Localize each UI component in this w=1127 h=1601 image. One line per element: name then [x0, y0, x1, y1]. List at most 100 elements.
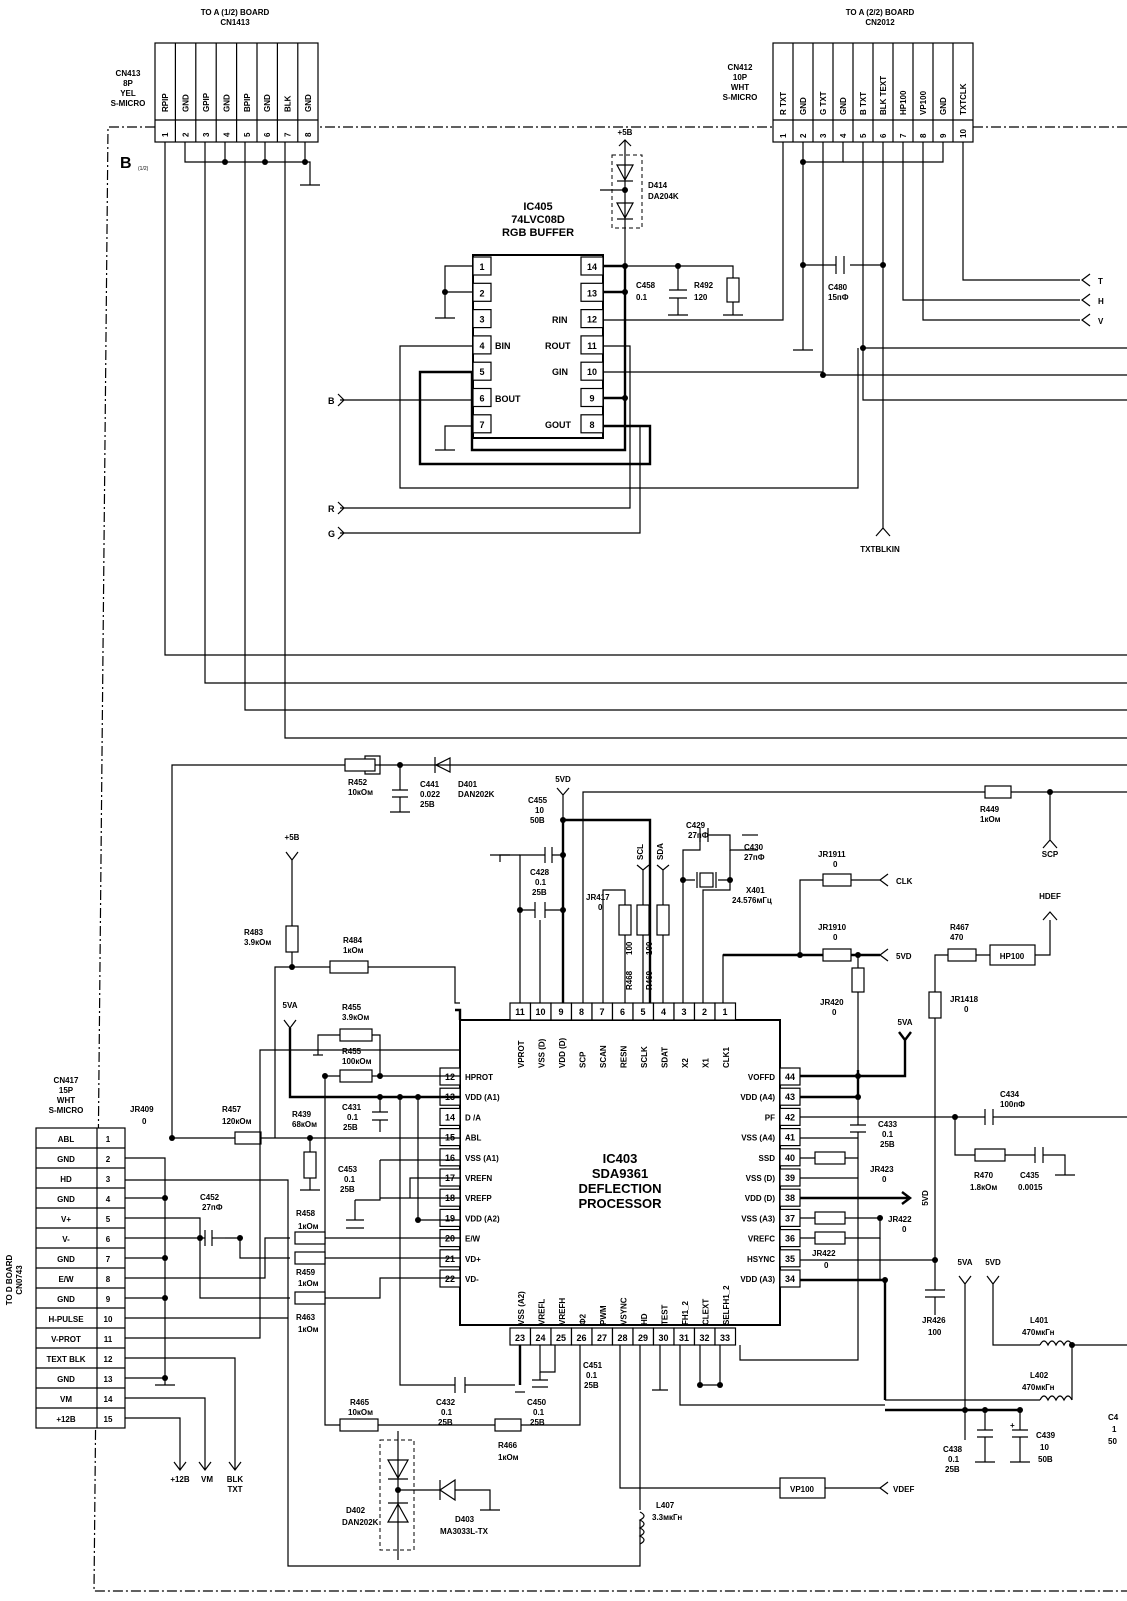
ic403-pin-name: VDD (D) — [745, 1194, 776, 1203]
d401-part: DAN202K — [458, 790, 495, 799]
ic403-desc2: PROCESSOR — [578, 1196, 662, 1211]
ic403-pin-number: 9 — [558, 1007, 563, 1017]
jr426-value: 100 — [928, 1328, 942, 1337]
p5vd-top: 5VD — [555, 775, 571, 784]
cn417-signal: V+ — [61, 1215, 71, 1224]
d403-ref: D403 — [455, 1515, 475, 1524]
ic403-pin-number: 41 — [785, 1133, 795, 1143]
jr420-value: 0 — [832, 1008, 837, 1017]
d401-ref: D401 — [458, 780, 478, 789]
ic403-pin-number: 24 — [535, 1333, 545, 1343]
cn413-color: YEL — [120, 89, 136, 98]
p5vd-jr1910: 5VD — [896, 952, 912, 961]
d402-ref: D402 — [346, 1506, 366, 1515]
ic403-pin-number: 23 — [515, 1333, 525, 1343]
cn412-signal: R TXT — [779, 92, 788, 115]
c435-value: 0.0015 — [1018, 1183, 1043, 1192]
ic403-pin-number: 40 — [785, 1153, 795, 1163]
ic405-wiring — [340, 139, 859, 534]
r459-ref: R459 — [296, 1268, 316, 1277]
ic403-right-wiring — [800, 1031, 1127, 1400]
cn413-pin-number: 6 — [263, 132, 272, 137]
c439-volt: 50B — [1038, 1455, 1053, 1464]
cn417-signal: GND — [57, 1155, 75, 1164]
ic403-pin-name: HD — [640, 1313, 649, 1325]
cn417-pin-number: 13 — [104, 1375, 113, 1384]
cn412-signal: HP100 — [899, 90, 908, 115]
c431-value: 0.1 — [347, 1113, 359, 1122]
c434-ref: C434 — [1000, 1090, 1020, 1099]
cn412-pin-number: 9 — [939, 133, 948, 138]
c450-value: 0.1 — [533, 1408, 545, 1417]
c441-value: 0.022 — [420, 790, 441, 799]
ic405-pin-number: 1 — [479, 262, 484, 272]
hp100-box-label: HP100 — [1000, 952, 1025, 961]
r463-ref: R463 — [296, 1313, 316, 1322]
scp-label: SCP — [1042, 850, 1059, 859]
r439-value: 68кОм — [292, 1120, 317, 1129]
cn412-pin-number: 3 — [819, 133, 828, 138]
p5vd-right: 5VD — [921, 1190, 930, 1206]
ic405-pin-number: 8 — [589, 420, 594, 430]
ic403-pin-number: 30 — [658, 1333, 668, 1343]
cn417-board: TO D BOARD — [5, 1255, 14, 1306]
jr417-ref: JR417 — [586, 893, 610, 902]
input-g: G — [328, 529, 335, 539]
jr409-ref: JR409 — [130, 1105, 154, 1114]
cn412-pin-number: 8 — [919, 133, 928, 138]
edge-label-h: H — [1098, 297, 1104, 306]
r455b-value: 100кОм — [342, 1057, 372, 1066]
ic403-pin-name: VSS (D) — [538, 1038, 547, 1068]
edge-c4-3: 50 — [1108, 1437, 1117, 1446]
jr1910-ref: JR1910 — [818, 923, 847, 932]
cn412-signal: VP100 — [919, 90, 928, 115]
ic403-pin-name: VDD (D) — [558, 1037, 567, 1068]
r469-value: 100 — [645, 941, 654, 955]
c451-ref: C451 — [583, 1361, 603, 1370]
ic403-pin-number: 27 — [597, 1333, 607, 1343]
c439-ref: C439 — [1036, 1431, 1056, 1440]
cn413-signal: RPIP — [161, 93, 170, 112]
r468-value: 100 — [625, 941, 634, 955]
edge-c4: C4 — [1108, 1413, 1119, 1422]
hdef-wiring: HP100 — [928, 911, 1058, 1260]
ic403-left-wiring — [169, 851, 535, 1432]
cn413-pin-number: 5 — [243, 132, 252, 137]
protection-diodes — [379, 1431, 500, 1560]
ic403-pin-name: X2 — [681, 1058, 690, 1068]
ic403-pin-number: 28 — [617, 1333, 627, 1343]
ic405-pin-number: 14 — [587, 262, 597, 272]
l407-ref: L407 — [656, 1501, 675, 1510]
ic403-pin-name: VREFL — [538, 1299, 547, 1325]
ic403-pin-name: VDD (A3) — [740, 1275, 775, 1284]
cn417-type: S-MICRO — [49, 1106, 84, 1115]
cn417-signal: H-PULSE — [48, 1315, 84, 1324]
ic403-pin-name: VSS (A4) — [741, 1134, 775, 1143]
ic403-pin-number: 10 — [535, 1007, 545, 1017]
cn417-pin-number: 8 — [106, 1275, 111, 1284]
c453-ref: C453 — [338, 1165, 358, 1174]
cn417-signal: +12B — [56, 1415, 76, 1424]
cn412-pin-number: 10 — [959, 129, 968, 138]
ic403-pin-name: Φ2 — [579, 1313, 588, 1325]
jr423-value: 0 — [882, 1175, 887, 1184]
r463-value: 1кОм — [298, 1325, 319, 1334]
cn417-pin-number: 3 — [106, 1175, 111, 1184]
r452-value: 10кОм — [348, 788, 373, 797]
cn412-pin-number: 5 — [859, 133, 868, 138]
vm-label: VM — [201, 1475, 213, 1484]
c439-value: 10 — [1040, 1443, 1049, 1452]
cn417-signal: GND — [57, 1375, 75, 1384]
l401-ref: L401 — [1030, 1316, 1049, 1325]
ic403-pin-name: VREFP — [465, 1194, 492, 1203]
l402-value: 470мкГн — [1022, 1383, 1055, 1392]
cn417-pin-number: 14 — [104, 1395, 113, 1404]
cn413-ground-net — [184, 142, 320, 186]
c431-ref: C431 — [342, 1103, 362, 1112]
board-boundary — [93, 126, 1127, 1592]
r492-ref: R492 — [694, 281, 714, 290]
c433-volt: 25B — [880, 1140, 895, 1149]
